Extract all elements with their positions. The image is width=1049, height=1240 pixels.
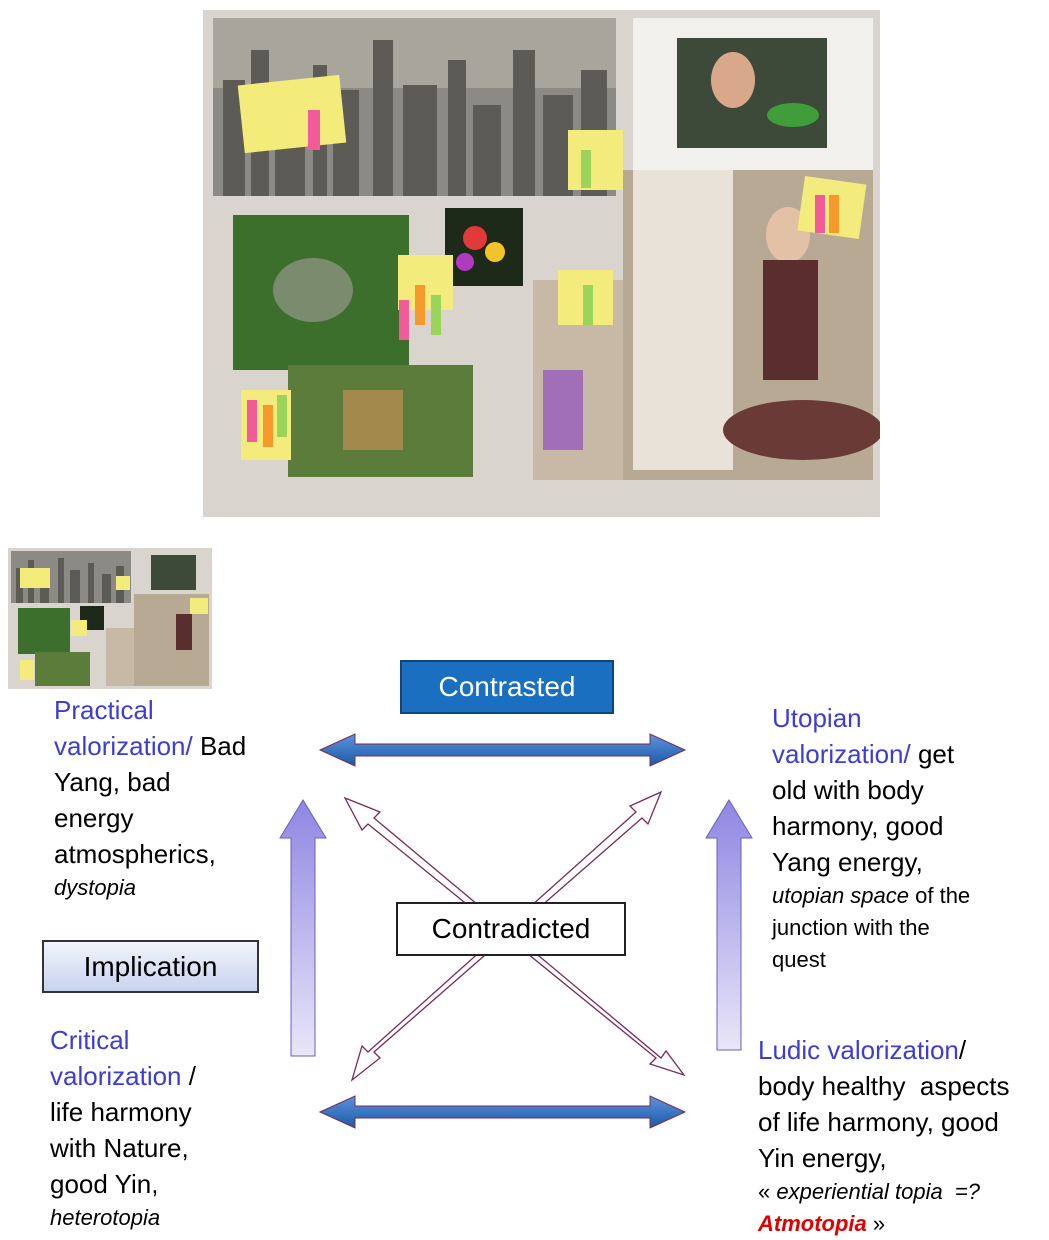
utopian-desc-1: get bbox=[917, 739, 955, 769]
practical-desc-4: atmospherics, bbox=[54, 839, 216, 869]
ludic-desc-1: body healthy aspects bbox=[758, 1071, 1010, 1101]
ludic-quote-open: « bbox=[758, 1179, 771, 1204]
utopian-desc-2: old with body bbox=[772, 775, 924, 805]
ludic-desc-2: of life harmony, good bbox=[758, 1107, 999, 1137]
ludic-atmotopia: Atmotopia bbox=[758, 1211, 867, 1236]
practical-title-2: valorization/ bbox=[54, 731, 193, 761]
contrast-arrow-top bbox=[318, 733, 687, 767]
critical-desc-2: with Nature, bbox=[50, 1133, 189, 1163]
practical-desc-2: Yang, bad bbox=[54, 767, 171, 797]
critical-desc-1: life harmony bbox=[50, 1097, 192, 1127]
critical-valorization-text: Critical valorization / life harmony wit… bbox=[50, 1022, 290, 1234]
implication-arrow-right bbox=[705, 799, 753, 1051]
critical-desc-3: good Yin, bbox=[50, 1169, 159, 1199]
ludic-slash: / bbox=[958, 1035, 967, 1065]
ludic-experiential: experiential topia =? bbox=[776, 1179, 981, 1204]
critical-title: Critical bbox=[50, 1025, 130, 1055]
practical-desc-1: Bad bbox=[199, 731, 247, 761]
utopian-small-1: of the bbox=[915, 883, 971, 908]
critical-slash: / bbox=[188, 1061, 196, 1091]
utopian-title: Utopian bbox=[772, 703, 862, 733]
ludic-valorization-text: Ludic valorization/ body healthy aspects… bbox=[758, 1032, 1049, 1240]
utopian-desc-4: Yang energy, bbox=[772, 847, 923, 877]
utopian-small-2: junction with the bbox=[772, 915, 930, 940]
utopian-small-3: quest bbox=[772, 947, 826, 972]
utopian-desc-3: harmony, good bbox=[772, 811, 944, 841]
practical-valorization-text: Practical valorization/ Bad Yang, bad en… bbox=[54, 692, 294, 904]
ludic-title: Ludic valorization bbox=[758, 1035, 959, 1065]
implication-label: Implication bbox=[42, 940, 259, 993]
practical-dystopia: dystopia bbox=[54, 875, 136, 900]
collage-thumbnail bbox=[8, 548, 212, 689]
ludic-quote-close: » bbox=[872, 1211, 886, 1236]
contrasted-label: Contrasted bbox=[400, 660, 614, 714]
critical-title-2: valorization bbox=[50, 1061, 182, 1091]
utopian-valorization-text: Utopian valorization/ get old with body … bbox=[772, 700, 1042, 976]
ludic-desc-3: Yin energy, bbox=[758, 1143, 887, 1173]
utopian-title-2: valorization/ bbox=[772, 739, 911, 769]
practical-desc-3: energy bbox=[54, 803, 134, 833]
contrast-arrow-bottom bbox=[318, 1095, 687, 1129]
practical-title: Practical bbox=[54, 695, 154, 725]
contradicted-label: Contradicted bbox=[396, 902, 626, 956]
collage-photo bbox=[203, 10, 880, 517]
critical-heterotopia: heterotopia bbox=[50, 1205, 161, 1230]
utopian-space: utopian space bbox=[772, 883, 909, 908]
